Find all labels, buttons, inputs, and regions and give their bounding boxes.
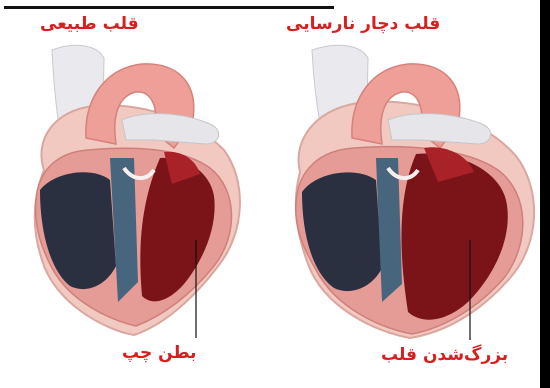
- pulmonary-artery: [122, 114, 219, 144]
- left-ventricle-label: بطن چپ: [122, 343, 196, 363]
- failing-heart-svg: [284, 40, 549, 340]
- normal-heart-illustration: [14, 40, 279, 340]
- normal-heart-title: قلب طبیعی: [40, 14, 139, 34]
- pulmonary-artery: [388, 114, 491, 144]
- failing-heart-illustration: [284, 40, 549, 340]
- enlarged-heart-label: بزرگ‌شدن قلب: [381, 345, 508, 365]
- top-border-line: [4, 6, 334, 9]
- normal-heart-svg: [14, 40, 279, 340]
- failing-heart-title: قلب دچار نارسایی: [286, 14, 440, 34]
